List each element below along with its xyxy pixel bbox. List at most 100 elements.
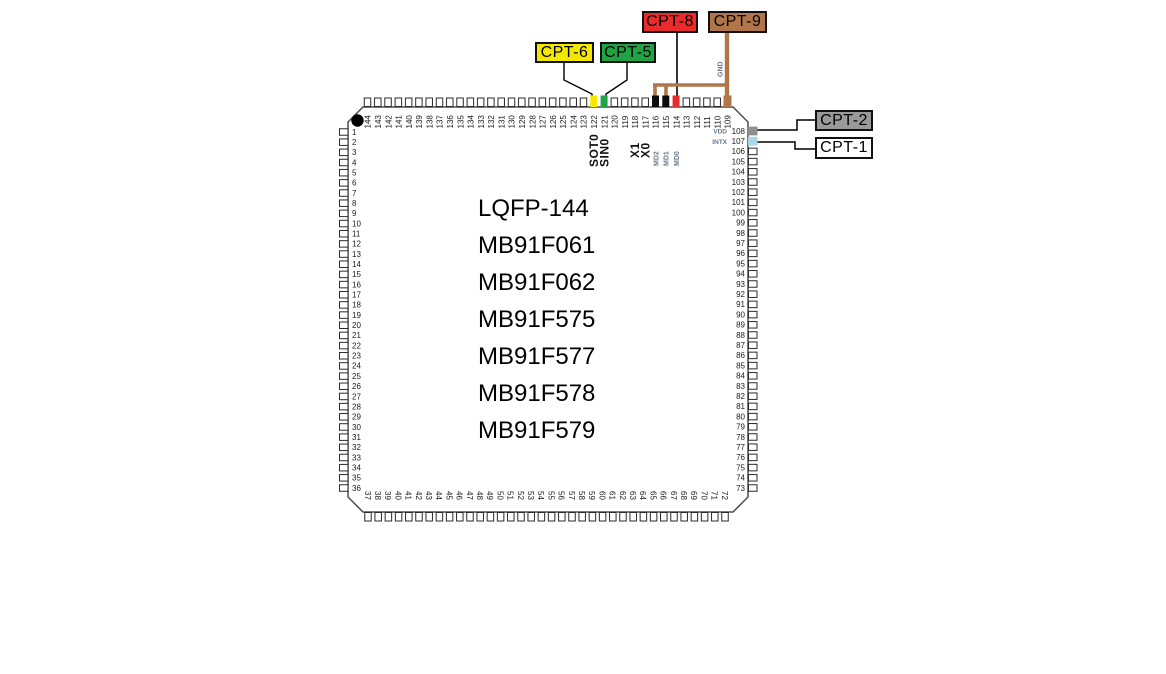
pin-3 (339, 148, 349, 157)
pin-number: 139 (415, 115, 424, 129)
pin-number: 12 (352, 240, 361, 249)
chip-title-line: MB91F577 (478, 343, 596, 370)
pin-number: 43 (424, 491, 433, 500)
pin-number: 16 (352, 280, 361, 289)
pin-number: 61 (608, 491, 617, 500)
pin-number: 10 (352, 219, 361, 228)
pin-84 (748, 372, 758, 380)
pin-50 (496, 512, 505, 522)
pin-number: 117 (641, 115, 650, 128)
pin-number: 62 (618, 491, 627, 500)
pin-number: 42 (414, 491, 423, 500)
pin-number: 35 (352, 474, 361, 483)
pin-34 (339, 463, 349, 472)
pin-91 (748, 300, 758, 309)
pin-22 (339, 341, 349, 350)
pin-number: 89 (736, 321, 745, 330)
pin-111 (703, 97, 711, 107)
pin-144 (363, 97, 372, 107)
pin-113 (682, 97, 691, 107)
connector-tag-cpt-6[interactable]: CPT-6 (535, 42, 594, 63)
pin-1 (339, 128, 349, 136)
pin-139 (415, 97, 423, 107)
pin-number: 74 (736, 474, 745, 483)
pin-number: 118 (631, 115, 640, 128)
pin-number: 93 (736, 280, 745, 289)
pin-number: 48 (475, 491, 484, 500)
connector-tag-cpt-5[interactable]: CPT-5 (600, 42, 656, 63)
pin-number: 87 (736, 341, 745, 350)
pin-18 (339, 301, 349, 309)
pin-number: 99 (736, 219, 745, 228)
pin-number: 17 (352, 291, 361, 300)
pin-80 (748, 412, 758, 421)
pin-11 (339, 229, 349, 238)
pin-name-x0: X0 (638, 142, 652, 158)
pin-128 (528, 97, 536, 107)
pin-number: 25 (352, 372, 361, 381)
pin-119 (620, 97, 629, 107)
pin-39 (384, 512, 393, 522)
pin-number: 65 (648, 491, 657, 500)
pin-48 (476, 512, 484, 522)
pin-number: 36 (352, 484, 361, 493)
pin-61 (609, 512, 617, 522)
pin-number: 102 (732, 188, 746, 197)
pin-76 (748, 453, 758, 462)
pin-number: 14 (352, 260, 361, 269)
pin-100 (748, 208, 758, 217)
pin-81 (748, 402, 758, 411)
pin-number: 141 (395, 115, 404, 129)
pin-55 (547, 512, 556, 522)
pin-number: 90 (736, 310, 745, 319)
pin-number: 50 (495, 491, 504, 500)
connector-tag-label: CPT-9 (713, 13, 762, 30)
pin-75 (748, 463, 758, 472)
pin-101 (748, 198, 758, 207)
pin-65 (649, 512, 658, 522)
pin-98 (748, 229, 758, 237)
pin-number: 80 (736, 412, 745, 421)
pin-122 (590, 95, 598, 107)
pin-43 (425, 512, 433, 522)
pin-89 (748, 321, 758, 329)
pin-73 (748, 484, 758, 492)
connector-tag-cpt-8[interactable]: CPT-8 (642, 11, 698, 33)
pin-number: 75 (736, 463, 745, 472)
pin-4 (339, 158, 349, 167)
pin-number: 101 (732, 198, 746, 207)
pin-number: 18 (352, 301, 361, 310)
pin-126 (548, 97, 557, 107)
pin-number: 47 (465, 491, 474, 500)
pin-78 (748, 433, 758, 441)
pin-56 (558, 512, 566, 522)
connector-tag-cpt-2[interactable]: CPT-2 (815, 110, 873, 131)
pin-33 (339, 453, 349, 462)
pin-number: 119 (621, 115, 630, 128)
pin-number: 22 (352, 341, 361, 350)
pin-96 (748, 249, 758, 258)
pin-number: 40 (393, 491, 402, 500)
pin-number: 70 (699, 491, 708, 500)
chip-title-line: MB91F061 (478, 232, 596, 259)
connector-tag-label: CPT-8 (646, 13, 694, 30)
pin-number: 15 (352, 270, 361, 279)
pin-29 (339, 413, 349, 421)
pin-number: 86 (736, 351, 745, 360)
pin-114 (672, 95, 680, 107)
pin-102 (748, 188, 758, 196)
connector-tag-cpt-1[interactable]: CPT-1 (815, 137, 873, 159)
pin-123 (579, 97, 588, 107)
pin-name-x1: X1 (628, 142, 642, 158)
pin-125 (559, 97, 567, 107)
connector-tag-cpt-9[interactable]: CPT-9 (708, 11, 767, 33)
pin-77 (748, 443, 758, 451)
pin-number: 56 (557, 491, 566, 500)
pin-number: 126 (549, 115, 558, 129)
pin-number: 55 (546, 491, 555, 500)
pin-number: 13 (352, 250, 361, 259)
pin-number: 34 (352, 463, 361, 472)
pin-134 (466, 97, 475, 107)
pin-87 (748, 341, 758, 349)
pin-number: 24 (352, 362, 361, 371)
